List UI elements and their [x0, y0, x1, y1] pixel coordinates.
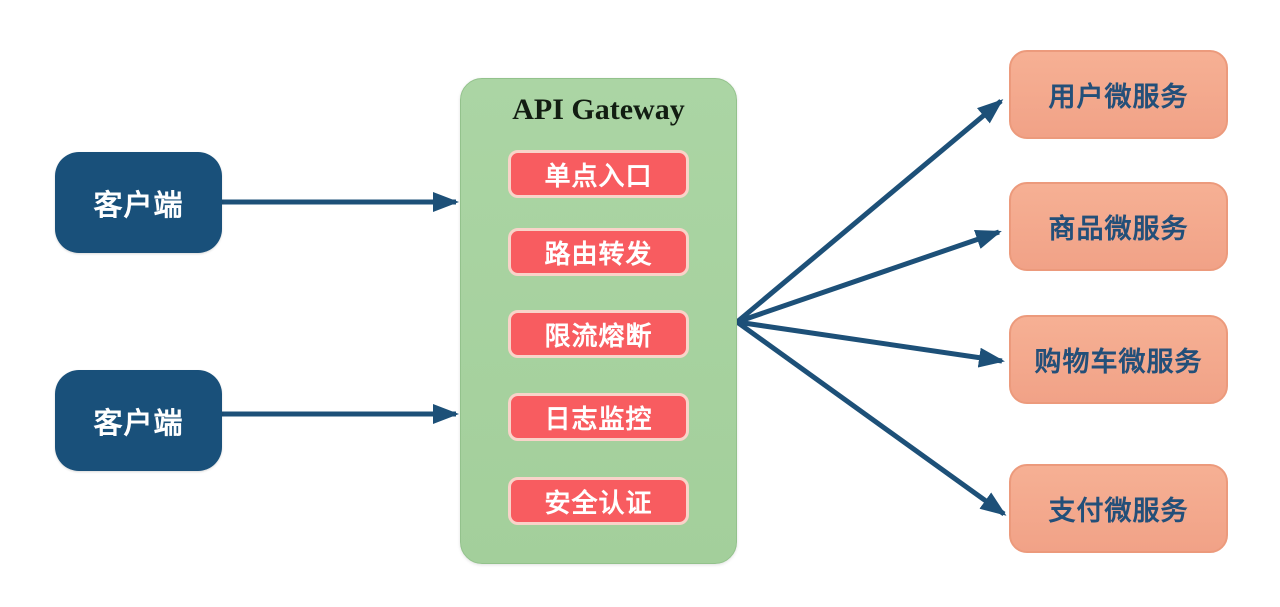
- gateway-feature-log-monitor-label: 日志监控: [544, 403, 653, 434]
- service-node-cart-label: 购物车微服务: [1034, 347, 1203, 377]
- arrow-gateway-to-product-service: [736, 229, 1002, 325]
- api-gateway-node: API Gateway 单点入口 路由转发 限流熔断 日志监控 安全认证: [460, 78, 737, 564]
- gateway-feature-routing: 路由转发: [508, 228, 689, 276]
- service-node-payment-label: 支付微服务: [1048, 496, 1189, 526]
- gateway-feature-security-auth-label: 安全认证: [544, 487, 653, 518]
- gateway-feature-security-auth: 安全认证: [508, 477, 689, 525]
- gateway-feature-rate-limit: 限流熔断: [508, 310, 689, 358]
- client-node-2-label: 客户端: [93, 407, 184, 440]
- arrow-gateway-to-payment-service: [735, 319, 1007, 517]
- gateway-feature-log-monitor: 日志监控: [508, 393, 689, 441]
- client-node-2: 客户端: [55, 370, 222, 471]
- gateway-feature-single-entry-label: 单点入口: [544, 160, 653, 191]
- api-gateway-title: API Gateway: [512, 93, 685, 126]
- gateway-feature-routing-label: 路由转发: [544, 238, 653, 269]
- service-node-user: 用户微服务: [1009, 50, 1228, 139]
- gateway-feature-rate-limit-label: 限流熔断: [544, 320, 653, 351]
- service-node-product: 商品微服务: [1009, 182, 1228, 271]
- service-node-cart: 购物车微服务: [1009, 315, 1228, 404]
- client-node-1: 客户端: [55, 152, 222, 253]
- arrow-gateway-to-cart-service: [736, 319, 1005, 368]
- arrow-gateway-to-user-service: [735, 99, 1004, 324]
- service-node-payment: 支付微服务: [1009, 464, 1228, 553]
- client-node-1-label: 客户端: [93, 189, 184, 222]
- gateway-feature-single-entry: 单点入口: [508, 150, 689, 198]
- service-node-user-label: 用户微服务: [1048, 82, 1189, 112]
- service-node-product-label: 商品微服务: [1048, 214, 1189, 244]
